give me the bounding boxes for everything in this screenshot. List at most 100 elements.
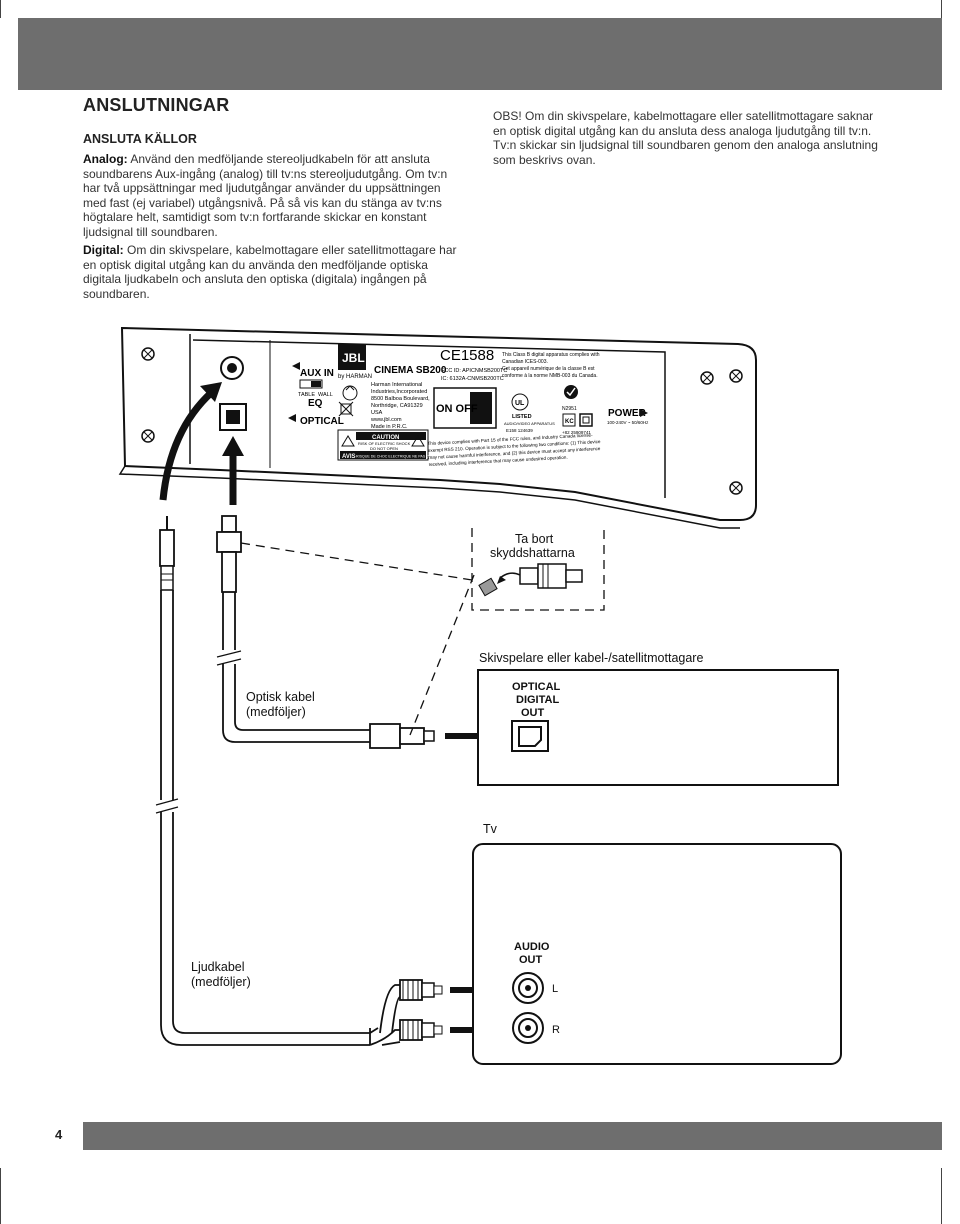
svg-text:This Class B digital apparatus: This Class B digital apparatus complies …	[502, 352, 600, 358]
dashed-callout	[240, 528, 605, 736]
optical-in-port[interactable]	[219, 403, 247, 431]
crop-mark	[941, 0, 942, 18]
section-heading: ANSLUTA KÄLLOR	[83, 132, 197, 146]
audio-cable	[155, 590, 401, 1046]
power-spec: 100-240V ~ 50/60Hz	[607, 420, 649, 425]
remove-caps-label-1: Ta bort	[515, 532, 554, 546]
svg-text:AUDIO/VIDEO APPARATUS: AUDIO/VIDEO APPARATUS	[504, 421, 555, 426]
tv-title: Tv	[483, 822, 498, 836]
player-title: Skivspelare eller kabel-/satellitmottaga…	[479, 651, 703, 665]
digital-label: Digital:	[83, 243, 124, 257]
optical-out-port[interactable]	[511, 720, 549, 752]
svg-text:CAUTION: CAUTION	[372, 435, 399, 441]
screw-icon	[729, 369, 743, 383]
protective-cap-icon	[478, 563, 583, 597]
rca-plug-left	[399, 979, 443, 1001]
eq-label: EQ	[308, 398, 323, 409]
svg-text:UL: UL	[515, 400, 525, 407]
optical-out-label-3: OUT	[521, 707, 545, 719]
fcc-id: FCC ID: APICNMSB200TC	[441, 368, 507, 374]
optical-plug	[216, 515, 242, 593]
pointer-icon	[288, 414, 296, 422]
svg-text:Cet appareil numérique de la c: Cet appareil numérique de la classe B es…	[502, 366, 595, 372]
port-l-label: L	[552, 983, 558, 995]
digital-paragraph: Digital: Om din skivspelare, kabelmottag…	[83, 243, 463, 301]
crop-mark	[941, 1168, 942, 1224]
model-label: CINEMA SB200	[374, 365, 447, 376]
optical-out-label-1: OPTICAL	[512, 681, 561, 693]
svg-text:KC: KC	[565, 419, 574, 425]
power-switch[interactable]: ON OFF	[433, 387, 497, 429]
analog-label: Analog:	[83, 152, 128, 166]
tv-box	[472, 843, 842, 1065]
svg-text:DO NOT OPEN: DO NOT OPEN	[370, 446, 398, 451]
crop-mark	[0, 0, 1, 18]
ce-mark: CE1588	[440, 347, 494, 364]
optical-cable-label-2: (medföljer)	[246, 705, 306, 719]
svg-text:Made in P.R.C.: Made in P.R.C.	[371, 424, 408, 430]
certification-check-icon	[564, 385, 578, 399]
remove-caps-label-2: skyddshattarna	[490, 546, 575, 560]
crop-mark	[0, 1168, 1, 1224]
ul-listed-mark: UL LISTED AUDIO/VIDEO APPARATUS E158 124…	[504, 393, 555, 433]
audio-cable-label-1: Ljudkabel	[191, 960, 245, 974]
audio-cable-label-2: (medföljer)	[191, 975, 251, 989]
n-code: N2951	[562, 406, 577, 412]
svg-text:Industries,Incorporated: Industries,Incorporated	[371, 389, 427, 395]
svg-text:LISTED: LISTED	[512, 414, 532, 420]
audio-cable-label: Ljudkabel (medföljer)	[191, 960, 251, 990]
address-block: Harman International Industries,Incorpor…	[370, 382, 430, 430]
optical-label: OPTICAL	[300, 416, 344, 427]
screw-icon	[700, 371, 714, 385]
optical-out-plug	[369, 723, 435, 749]
jbl-logo: JBL	[338, 344, 366, 370]
audio-out-jack-l[interactable]	[512, 972, 544, 1004]
screw-icon	[729, 481, 743, 495]
weee-bin-icon	[338, 401, 354, 417]
svg-text:RISQUE DE CHOC ELECTRIQUE NE P: RISQUE DE CHOC ELECTRIQUE NE PAS OUVRIR	[356, 455, 441, 459]
obs-paragraph: OBS! Om din skivspelare, kabelmottagare …	[493, 109, 878, 167]
r-code: +82 25909741	[562, 430, 591, 435]
svg-text:Harman International: Harman International	[371, 382, 422, 388]
canada-notice: This Class B digital apparatus complies …	[502, 352, 600, 379]
analog-paragraph: Analog: Använd den medföljande stereolju…	[83, 152, 458, 240]
aux-arrow-head	[200, 382, 222, 402]
svg-text:conforme à la norme NMB-003 du: conforme à la norme NMB-003 du Canada.	[502, 373, 598, 379]
optical-arrow-head	[222, 436, 244, 456]
audio-out-jack-r[interactable]	[512, 1012, 544, 1044]
aux-in-label: AUX IN	[300, 368, 334, 379]
page-heading: ANSLUTNINGAR	[83, 95, 230, 115]
svg-text:RISK OF ELECTRIC SHOCK: RISK OF ELECTRIC SHOCK	[358, 441, 411, 446]
aux-plug	[159, 516, 175, 591]
svg-text:8500 Balboa Boulevard,: 8500 Balboa Boulevard,	[371, 396, 430, 402]
svg-text:Northridge, CA91329: Northridge, CA91329	[371, 403, 423, 409]
audio-out-label-2: OUT	[519, 954, 543, 966]
aux-in-jack[interactable]	[220, 356, 244, 380]
optical-cable-label: Optisk kabel (medföljer)	[246, 690, 315, 720]
page-number: 4	[55, 1127, 63, 1142]
svg-text:www.jbl.com: www.jbl.com	[370, 417, 402, 423]
port-r-label: R	[552, 1024, 560, 1036]
aux-arrow	[159, 389, 215, 501]
svg-text:ON OFF: ON OFF	[436, 403, 478, 415]
optical-cable	[216, 592, 370, 743]
table-label: TABLE	[298, 392, 315, 398]
recycle-icon	[342, 385, 358, 401]
svg-text:Canadian ICES-003.: Canadian ICES-003.	[502, 359, 548, 365]
svg-text:USA: USA	[371, 410, 383, 416]
optical-out-label-2: DIGITAL	[516, 694, 559, 706]
power-pointer-icon	[640, 409, 648, 417]
wall-label: WALL	[318, 392, 333, 398]
power-label: POWER	[608, 408, 647, 419]
digital-text: Om din skivspelare, kabelmottagare eller…	[83, 243, 457, 301]
rca-plug-right	[399, 1019, 443, 1041]
pointer-icon	[292, 362, 300, 370]
svg-text:JBL: JBL	[342, 351, 365, 365]
svg-text:E158 124639: E158 124639	[506, 428, 533, 433]
svg-text:AVIS: AVIS	[342, 454, 356, 460]
ic-id: IC: 6132A-CNMSB200TC	[441, 376, 504, 382]
screw-icon	[141, 347, 155, 361]
footer-bar	[83, 1122, 942, 1150]
soundbar-panel: AUX IN TABLE WALL EQ OPTICAL JBL by HARM…	[118, 326, 757, 529]
